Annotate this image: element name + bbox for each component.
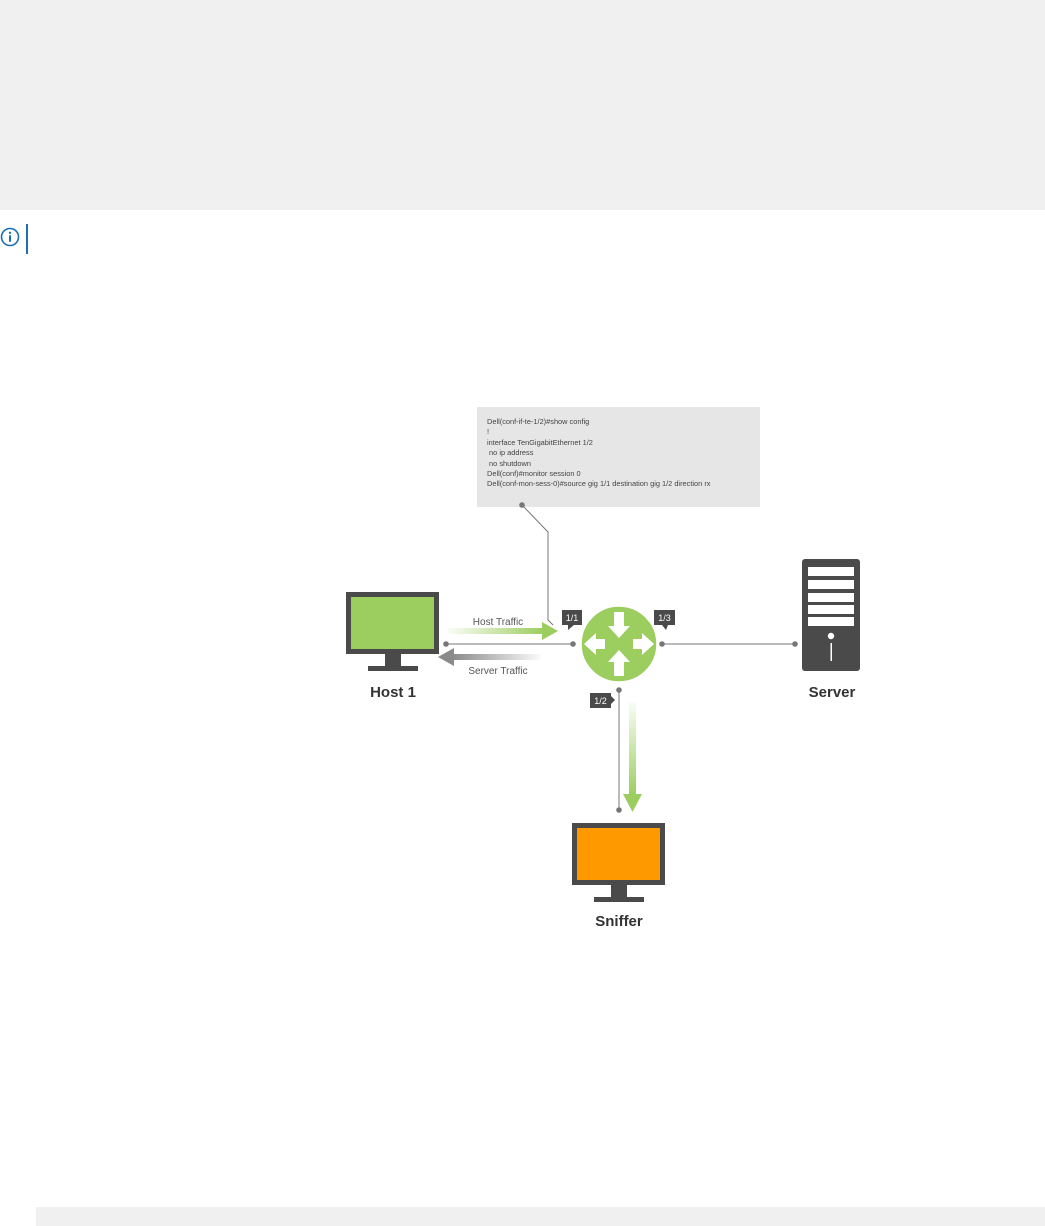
server-traffic-label: Server Traffic (468, 666, 527, 677)
config-line: no shutdown (487, 458, 531, 468)
config-line: no ip address (487, 448, 534, 458)
port-tag-12: 1/2 (590, 693, 615, 708)
port-dot-13 (659, 641, 665, 647)
port-tag-11: 1/1 (562, 610, 582, 630)
mirror-traffic-arrow (623, 702, 642, 812)
server-label: Server (809, 684, 856, 701)
host-traffic-label: Host Traffic (473, 617, 523, 628)
sniffer-monitor-icon (572, 823, 665, 902)
port-tag-13: 1/3 (654, 610, 675, 630)
port-label-11: 1/1 (566, 613, 579, 623)
port-dot-12 (616, 687, 622, 693)
switch-arrows-icon (580, 605, 658, 683)
host-traffic-arrow (448, 622, 558, 640)
port-label-12: 1/2 (594, 696, 607, 706)
port-dot-host (443, 641, 449, 647)
bottom-band (36, 1207, 1045, 1226)
top-band (0, 0, 1045, 210)
config-panel: Dell(conf-if-te-1/2)#show config!interfa… (477, 407, 760, 507)
port-dot-11 (570, 641, 576, 647)
server-icon (802, 559, 860, 671)
config-lines: Dell(conf-if-te-1/2)#show config!interfa… (487, 417, 710, 490)
server-traffic-arrow (438, 648, 540, 666)
port-dot-server (792, 641, 798, 647)
config-line: Dell(conf-mon-sess-0)#source gig 1/1 des… (487, 479, 711, 489)
host-monitor-icon (346, 592, 439, 671)
note-divider (26, 224, 28, 254)
callout-end-dot (519, 502, 525, 508)
config-line: Dell(conf-if-te-1/2)#show config (487, 417, 590, 426)
host-label: Host 1 (370, 684, 416, 701)
info-icon (0, 227, 20, 247)
config-line: interface TenGigabitEthernet 1/2 (487, 437, 593, 447)
config-callout-line (521, 504, 554, 626)
config-line: Dell(conf)#monitor session 0 (487, 469, 581, 479)
port-dot-sniffer (616, 807, 622, 813)
port-label-13: 1/3 (658, 613, 671, 623)
sniffer-label: Sniffer (595, 913, 643, 930)
config-line: ! (487, 427, 490, 437)
